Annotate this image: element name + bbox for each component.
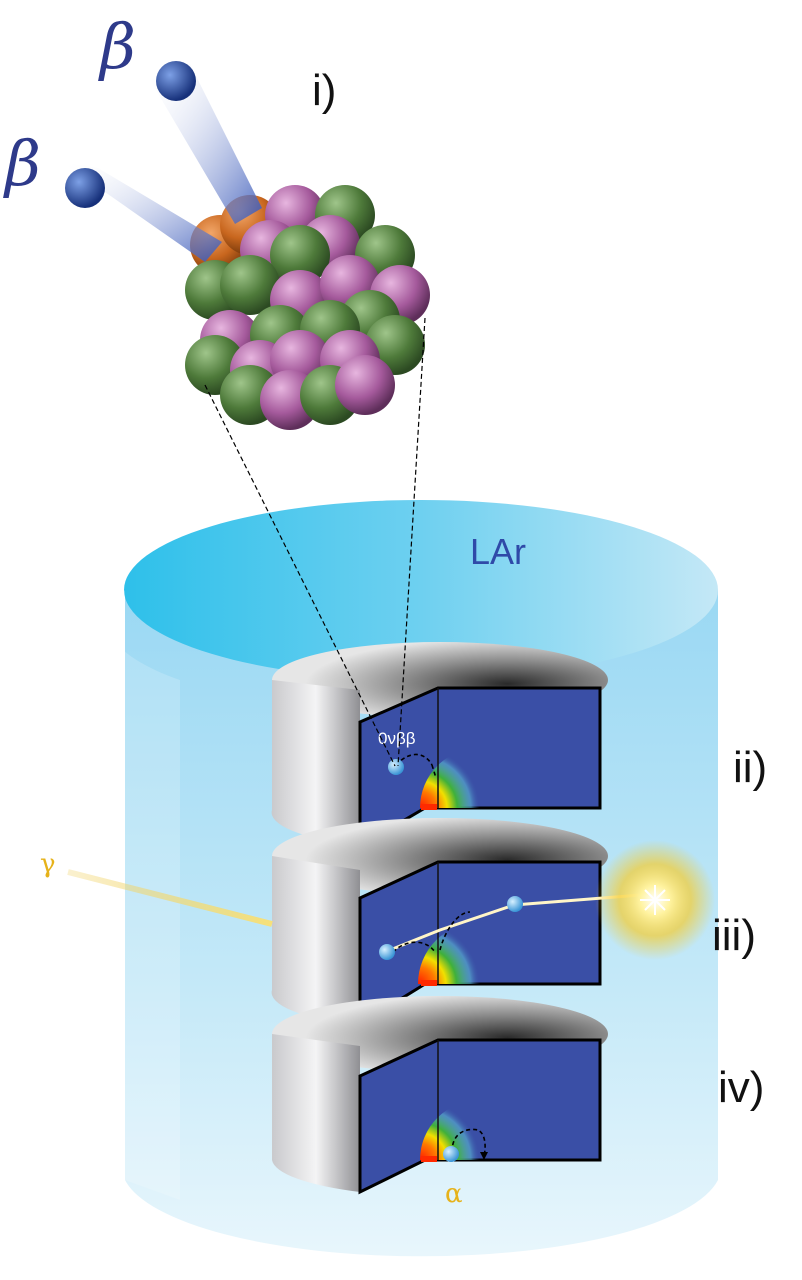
alpha-particle: [443, 1146, 459, 1162]
nucleon-pink: [335, 355, 395, 415]
contact: [421, 980, 437, 986]
zoom-lines: [204, 317, 426, 767]
field-heatmap: [420, 748, 480, 808]
star-icon: [640, 885, 670, 915]
beta-particle: [156, 61, 196, 101]
beta-beam: [150, 64, 262, 224]
nucleon-green: [270, 225, 330, 285]
cylinder-top-surface: [124, 500, 718, 680]
beta-particle: [65, 168, 105, 208]
contact: [421, 804, 437, 810]
decay-label: 0νββ: [378, 729, 416, 748]
beta-emission: β β: [3, 10, 262, 262]
alpha-label: α: [445, 1179, 463, 1209]
drift-path: [439, 911, 471, 951]
panel-label-i: i): [312, 66, 336, 115]
drift-path: [395, 753, 433, 766]
panel-label-iv: iv): [718, 1063, 764, 1112]
beta-label-top: β: [98, 10, 136, 83]
detector-side: [272, 1034, 360, 1192]
field-heatmap: [420, 1100, 480, 1160]
detector-side: [271, 856, 360, 1026]
contact: [421, 1156, 437, 1162]
detector-iv: α: [272, 996, 608, 1209]
panel-label-iii: iii): [712, 911, 756, 960]
gamma-label: γ: [40, 849, 56, 879]
electron: [507, 896, 523, 912]
nucleus: [185, 185, 430, 430]
gamma-interaction: γ: [40, 840, 715, 960]
electron: [379, 944, 395, 960]
gamma-ray-beam: [67, 869, 273, 927]
nucleon-green: [220, 255, 280, 315]
drift-path: [392, 941, 436, 953]
field-heatmap: [418, 922, 480, 984]
beta-label-left: β: [3, 127, 41, 200]
gamma-track: [384, 893, 641, 954]
lar-label: LAr: [470, 531, 526, 572]
panel-label-ii: ii): [733, 743, 767, 792]
drift-path: [451, 1128, 486, 1157]
electron: [388, 759, 404, 775]
arrow-head: [480, 1152, 488, 1160]
cylinder-cut-face: [106, 590, 180, 1200]
detector-side: [271, 680, 360, 846]
drift-path-end: [431, 764, 437, 779]
